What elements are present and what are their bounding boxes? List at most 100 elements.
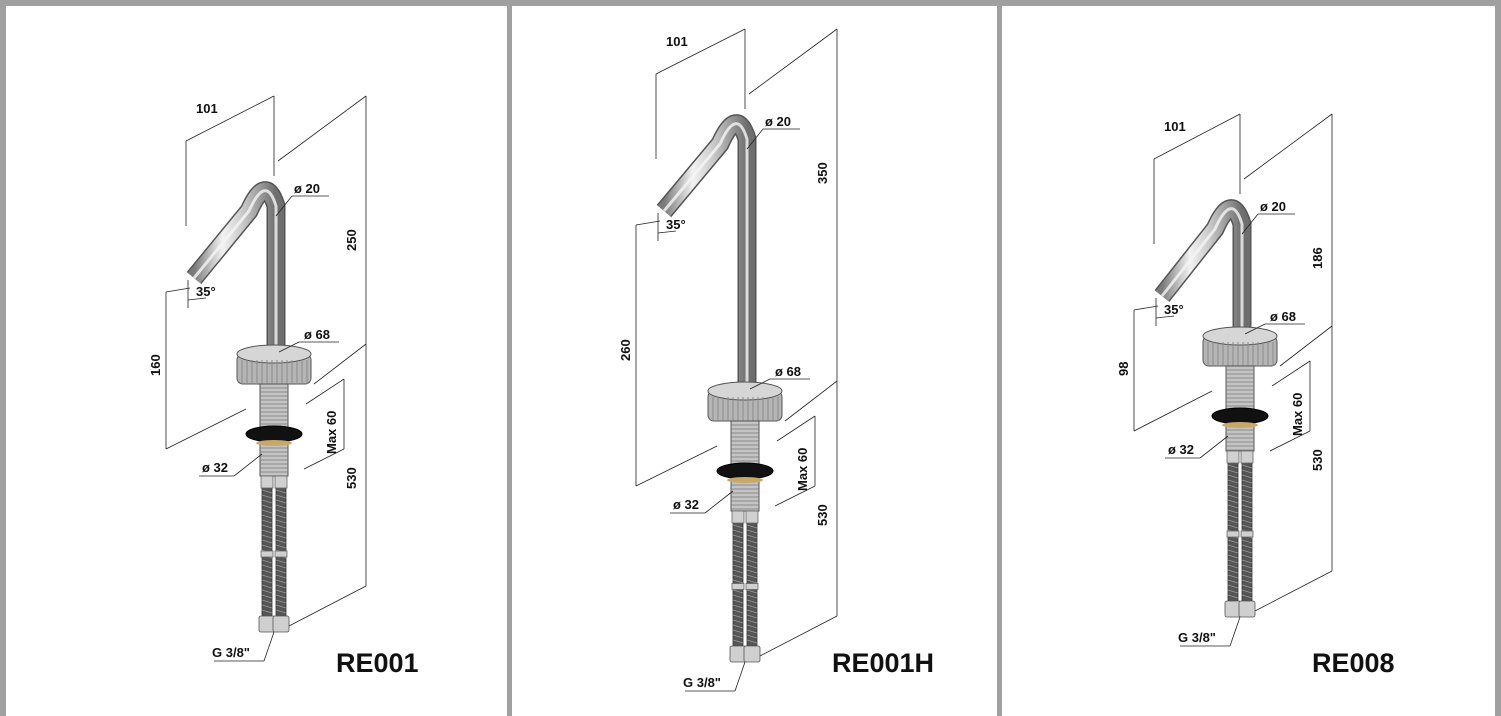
spout-highlight	[192, 189, 278, 354]
hose-braid	[275, 599, 287, 604]
spout-highlight	[662, 122, 749, 391]
hose-braid	[261, 519, 273, 524]
shank-diameter-label: ø 32	[673, 497, 699, 512]
hose-braid	[746, 604, 758, 609]
hose-ferrule	[1240, 450, 1254, 464]
hose-braid	[261, 574, 273, 579]
hose-braid	[746, 594, 758, 599]
height-extension-top	[748, 28, 838, 95]
braided-hose	[275, 475, 287, 617]
outlet-extension-bottom	[165, 408, 247, 450]
spout-tube	[657, 115, 755, 391]
outlet-height-label: 98	[1116, 362, 1131, 376]
hose-braid	[1241, 499, 1253, 504]
hose-nut	[743, 645, 761, 663]
outlet-extension-bottom	[1133, 390, 1213, 432]
panel-divider-2	[997, 0, 1002, 716]
max-deck-label: Max 60	[324, 411, 339, 454]
hose-braid	[732, 634, 744, 639]
hose-braid	[732, 559, 744, 564]
hose-braid	[732, 614, 744, 619]
hose-braid	[261, 579, 273, 584]
hose-braid	[275, 574, 287, 579]
hose-braid	[261, 524, 273, 529]
hose-braid	[261, 494, 273, 499]
hose-braid	[261, 504, 273, 509]
height-extension-bottom	[1279, 325, 1333, 367]
model-code: RE001	[336, 648, 419, 678]
shank-diameter-leader	[233, 453, 263, 477]
hose-braid	[732, 524, 744, 529]
hose-braid	[732, 589, 744, 594]
max-extension-top	[776, 415, 816, 442]
max-extension-top	[1271, 360, 1311, 387]
hose-braid	[261, 499, 273, 504]
hose-braid	[732, 599, 744, 604]
hose-braid	[1241, 504, 1253, 509]
braided-hose	[1227, 450, 1239, 602]
hose-braid	[275, 489, 287, 494]
hose-ferrule	[274, 550, 288, 558]
hose-braid	[1227, 499, 1239, 504]
spout-reach-label: 101	[666, 34, 688, 49]
hose-braid	[732, 549, 744, 554]
hose-braid	[275, 494, 287, 499]
hose-braid	[732, 529, 744, 534]
max-extension-bottom	[303, 448, 345, 470]
braided-hose	[261, 475, 273, 617]
hose-length-label: 530	[344, 467, 359, 489]
hose-braid	[732, 629, 744, 634]
hose-braid	[1227, 539, 1239, 544]
hose-braid	[732, 564, 744, 569]
spout-highlight	[1160, 207, 1244, 336]
rubber-washer	[245, 425, 303, 443]
hose-braid	[746, 614, 758, 619]
hose-braid	[275, 539, 287, 544]
hose-braid	[1227, 544, 1239, 549]
height-label: 250	[344, 229, 359, 251]
hose-braid	[746, 539, 758, 544]
hose-extension-bottom	[288, 585, 367, 627]
hose-braid	[732, 609, 744, 614]
hose-braid	[746, 624, 758, 629]
hose-extension-bottom	[759, 615, 838, 657]
hose-nut	[729, 645, 747, 663]
hose-braid	[261, 539, 273, 544]
reach-dimension-line	[1153, 113, 1241, 160]
hose-braid	[275, 504, 287, 509]
hose-braid	[746, 579, 758, 584]
hose-braid	[261, 559, 273, 564]
hose-braid	[746, 559, 758, 564]
shank-diameter-label: ø 32	[202, 460, 228, 475]
hose-braid	[732, 594, 744, 599]
hose-ferrule	[745, 510, 759, 524]
connection-leader	[1229, 616, 1241, 647]
hose-braid	[1241, 584, 1253, 589]
hose-braid	[746, 634, 758, 639]
hose-nut	[272, 615, 290, 633]
base-collar-top	[1202, 326, 1278, 346]
hose-braid	[746, 609, 758, 614]
angle-line-diagonal	[187, 297, 207, 301]
brass-washer	[256, 440, 292, 446]
hose-braid	[746, 554, 758, 559]
base-collar-top	[707, 381, 783, 401]
hose-ferrule	[260, 475, 274, 489]
hose-braid	[746, 619, 758, 624]
hose-braid	[261, 529, 273, 534]
hose-braid	[746, 534, 758, 539]
hose-braid	[1241, 479, 1253, 484]
base-diameter-leader	[278, 341, 300, 353]
hose-braid	[1227, 549, 1239, 554]
hose-braid	[1241, 469, 1253, 474]
hose-braid	[275, 564, 287, 569]
hose-braid	[1241, 509, 1253, 514]
hose-braid	[732, 539, 744, 544]
hose-braid	[275, 584, 287, 589]
spout-angle-label: 35°	[196, 284, 216, 299]
tube-diameter-label: ø 20	[294, 181, 320, 196]
hose-braid	[1241, 579, 1253, 584]
hose-braid	[1227, 594, 1239, 599]
